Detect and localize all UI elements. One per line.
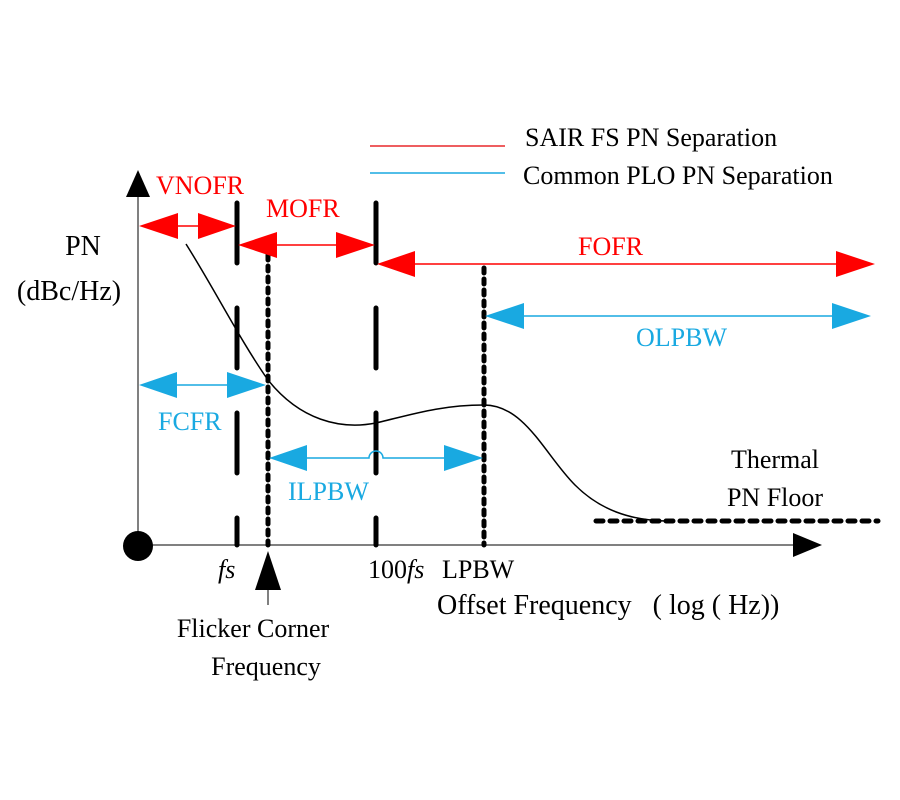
- ilpbw-label: ILPBW: [288, 477, 369, 506]
- fcfr-arrowhead-left-icon: [139, 372, 177, 398]
- fofr-arrowhead-right-icon: [836, 251, 875, 277]
- x-axis-arrow-icon: [793, 533, 822, 557]
- flicker-corner-label-line1: Flicker Corner: [177, 614, 330, 643]
- olpbw-arrowhead-right-icon: [832, 303, 871, 329]
- vnofr-arrow: [139, 213, 236, 239]
- markers: [234, 200, 881, 548]
- mofr-arrow: [238, 232, 375, 258]
- ilpbw-arrowhead-right-icon: [444, 445, 483, 471]
- tick-label-100fs-symbol: fs: [407, 555, 424, 584]
- thermal-label-line1: Thermal: [731, 445, 819, 474]
- tick-label-100fs-number: 100: [368, 555, 407, 584]
- phase-noise-curve: [185, 243, 666, 522]
- thermal-label-line2: PN Floor: [727, 483, 823, 512]
- y-axis-arrow-icon: [126, 170, 150, 197]
- legend-label-sair: SAIR FS PN Separation: [525, 123, 777, 152]
- fofr-label: FOFR: [578, 232, 644, 261]
- flicker-pointer-arrow-icon: [255, 551, 281, 590]
- origin-dot: [123, 531, 153, 561]
- flicker-corner-label-line2: Frequency: [211, 652, 321, 681]
- ilpbw-arrow: [269, 445, 483, 471]
- mofr-arrowhead-right-icon: [336, 232, 375, 258]
- tick-label-fs: fs: [218, 555, 235, 584]
- fofr-arrowhead-left-icon: [377, 251, 415, 277]
- y-axis-label-unit: (dBc/Hz): [17, 276, 121, 307]
- axes: [123, 170, 822, 561]
- blue-ranges: FCFR ILPBW OLPBW: [139, 303, 871, 506]
- ilpbw-arrowhead-left-icon: [269, 445, 307, 471]
- legend: SAIR FS PN Separation Common PLO PN Sepa…: [370, 123, 833, 190]
- tick-label-100fs: 100fs: [368, 555, 424, 584]
- legend-label-common: Common PLO PN Separation: [523, 161, 833, 190]
- x-axis-label: Offset Frequency ( log ( Hz)): [437, 590, 779, 621]
- tick-label-lpbw: LPBW: [442, 555, 515, 584]
- fcfr-arrowhead-right-icon: [227, 372, 266, 398]
- vnofr-arrowhead-left-icon: [139, 213, 178, 239]
- y-axis-label-pn: PN: [65, 231, 101, 262]
- fofr-arrow: [377, 251, 875, 277]
- fcfr-label: FCFR: [158, 407, 222, 436]
- mofr-label: MOFR: [266, 194, 340, 223]
- red-ranges: VNOFR MOFR FOFR: [139, 171, 875, 277]
- olpbw-arrowhead-left-icon: [485, 303, 524, 329]
- vnofr-label: VNOFR: [156, 171, 245, 200]
- olpbw-arrow: [485, 303, 871, 329]
- fcfr-arrow: [139, 372, 266, 398]
- ilpbw-arrow-shaft: [282, 450, 470, 459]
- mofr-arrowhead-left-icon: [238, 232, 277, 258]
- olpbw-label: OLPBW: [636, 323, 727, 352]
- vnofr-arrowhead-right-icon: [198, 213, 236, 239]
